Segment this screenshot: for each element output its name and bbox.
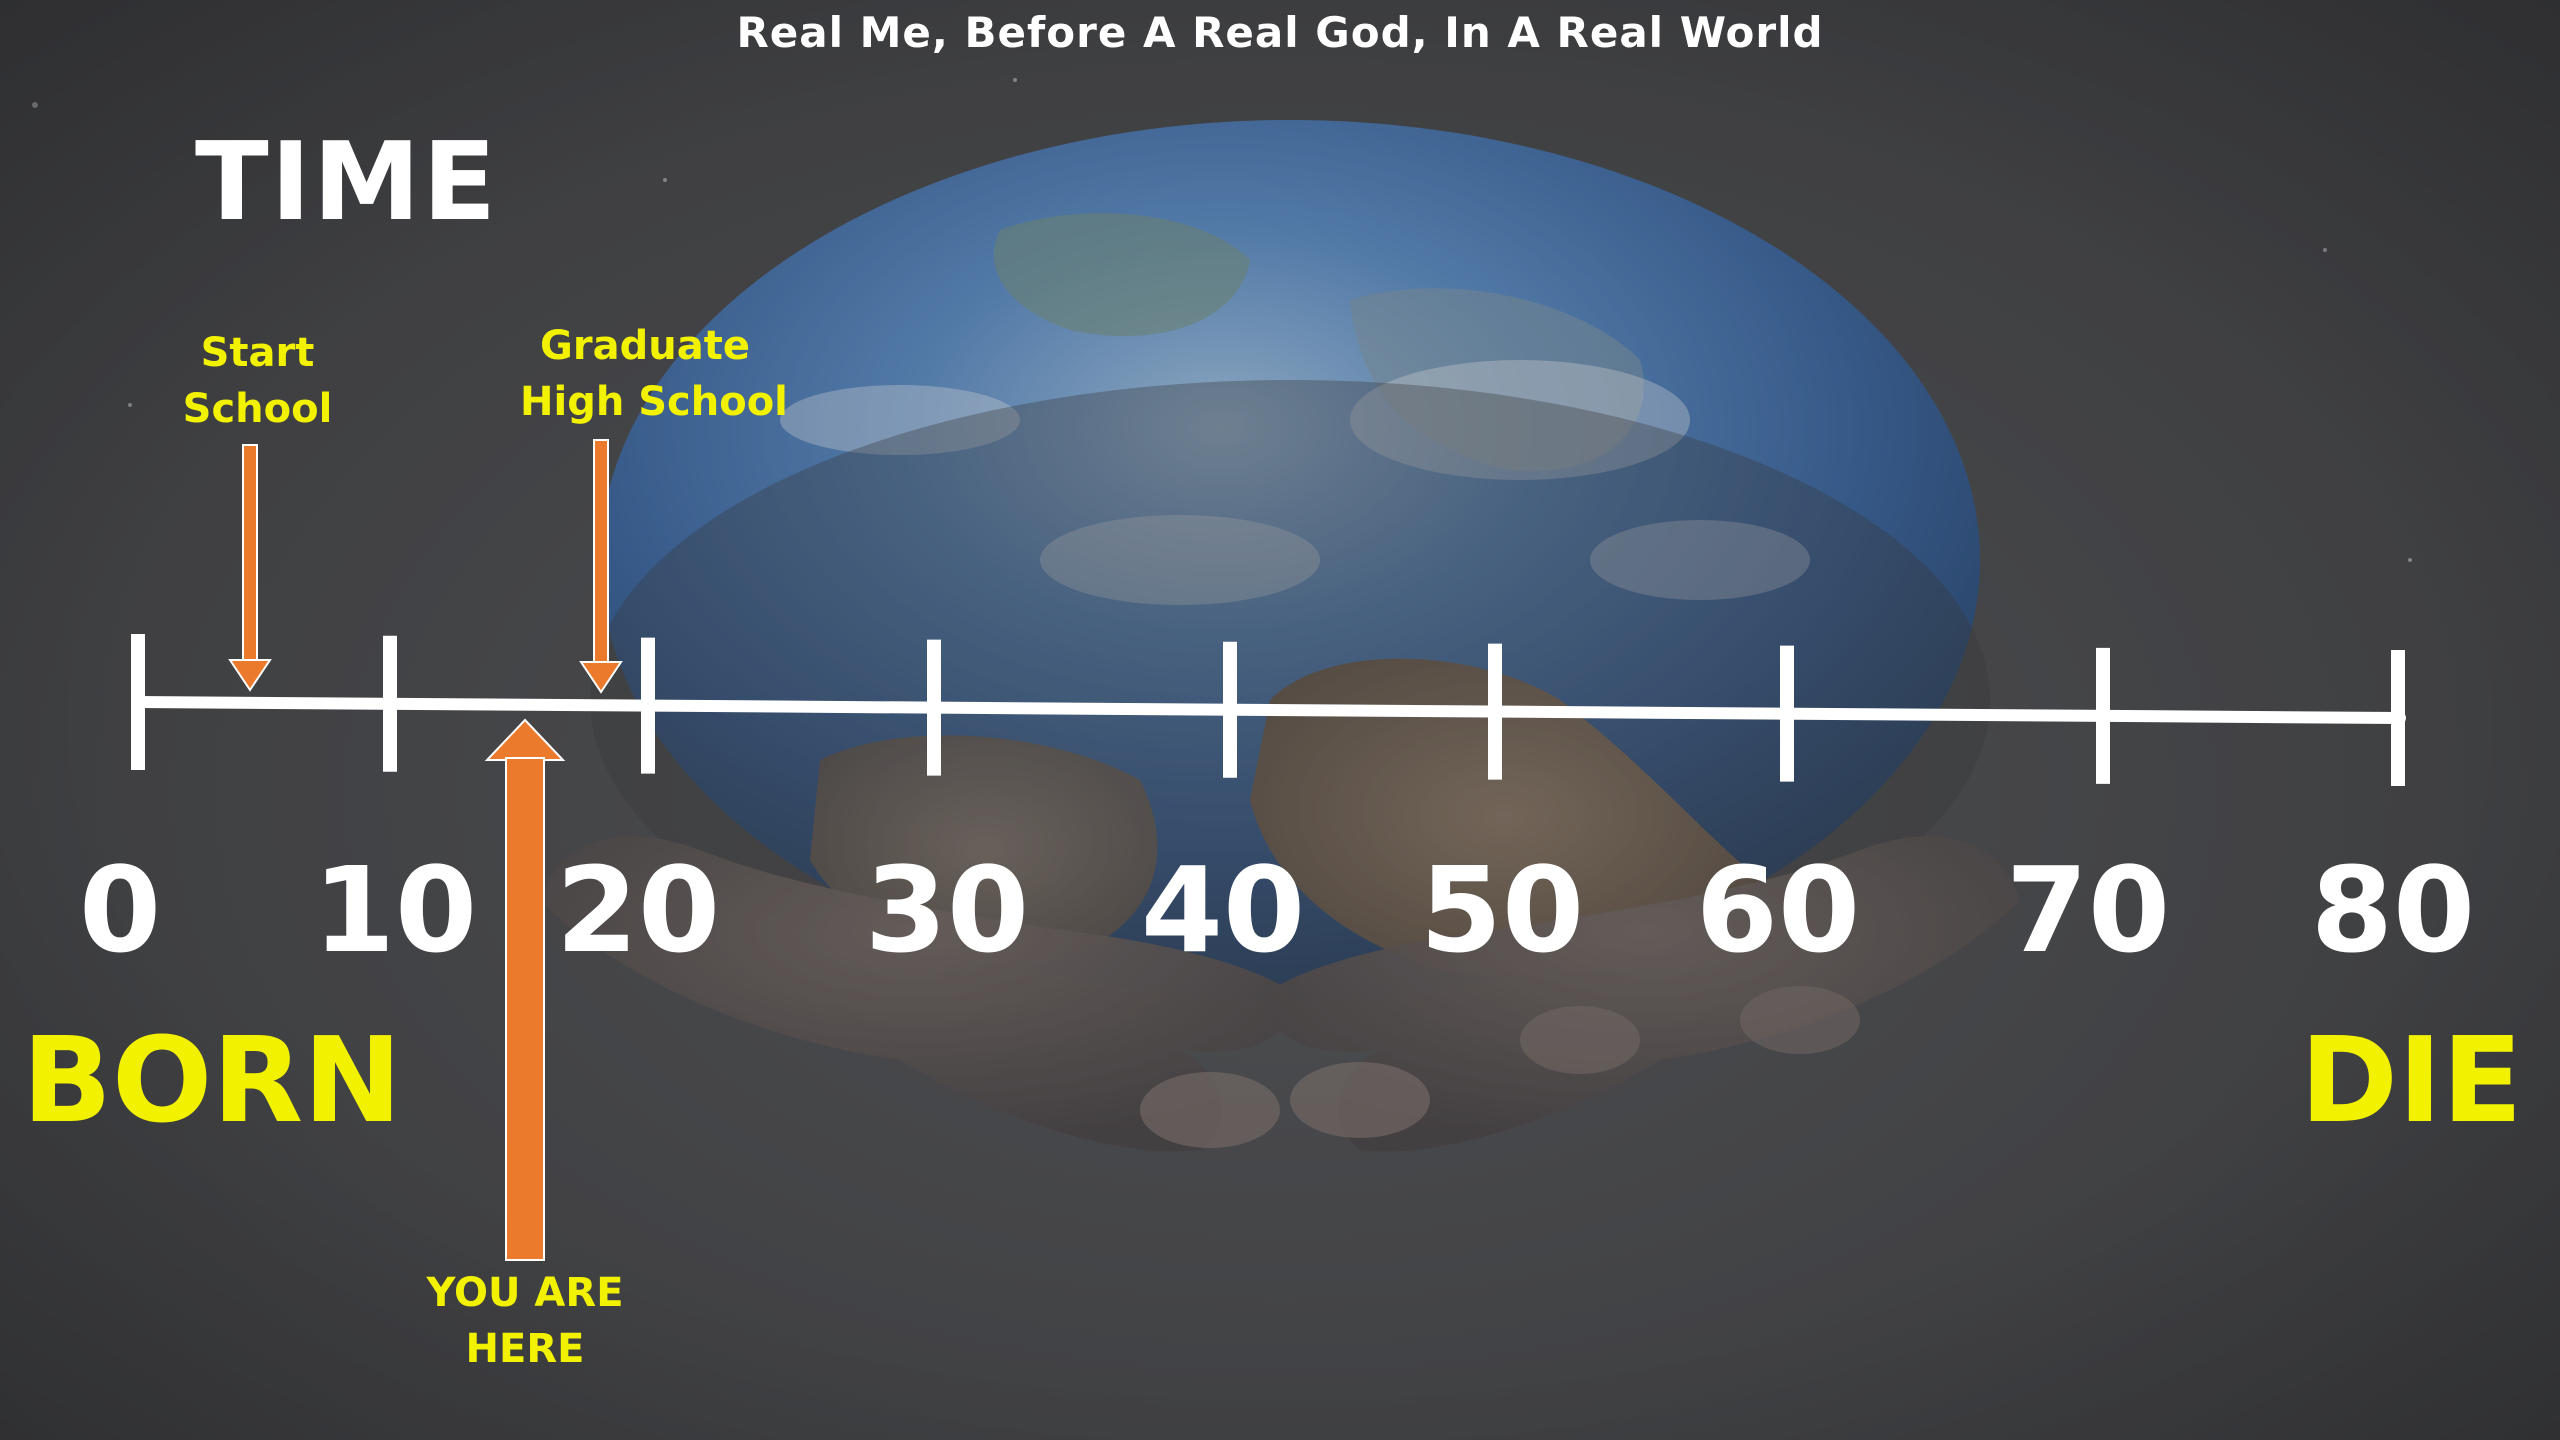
age-label-80: 80 [2310,841,2476,979]
age-label-70: 70 [2005,841,2171,979]
start-school-label: Start School [170,325,345,437]
you-are-here-line2: HERE [465,1326,585,1372]
age-label-10: 10 [312,841,478,979]
age-label-20: 20 [555,841,721,979]
timeline-axis [132,696,2406,724]
age-label-50: 50 [1419,841,1585,979]
age-label-30: 30 [864,841,1030,979]
you-are-here-arrow [484,718,566,1261]
start-school-line2: School [182,386,333,432]
born-label: BORN [22,1011,402,1149]
graduate-arrow [579,439,623,694]
time-heading: TIME [195,120,499,245]
die-label: DIE [2300,1011,2523,1149]
graduate-line2: High School [520,379,788,425]
start-school-arrow [228,444,272,692]
graduate-line1: Graduate [540,323,750,369]
you-are-here-label: YOU ARE HERE [415,1265,635,1377]
slide-title: Real Me, Before A Real God, In A Real Wo… [736,8,1824,57]
timeline-ticks [131,634,2405,786]
graduate-label: Graduate High School [520,318,788,430]
you-are-here-line1: YOU ARE [426,1270,624,1316]
start-school-line1: Start [200,330,315,376]
age-label-0: 0 [78,841,162,979]
age-label-40: 40 [1140,841,1306,979]
age-label-60: 60 [1695,841,1861,979]
